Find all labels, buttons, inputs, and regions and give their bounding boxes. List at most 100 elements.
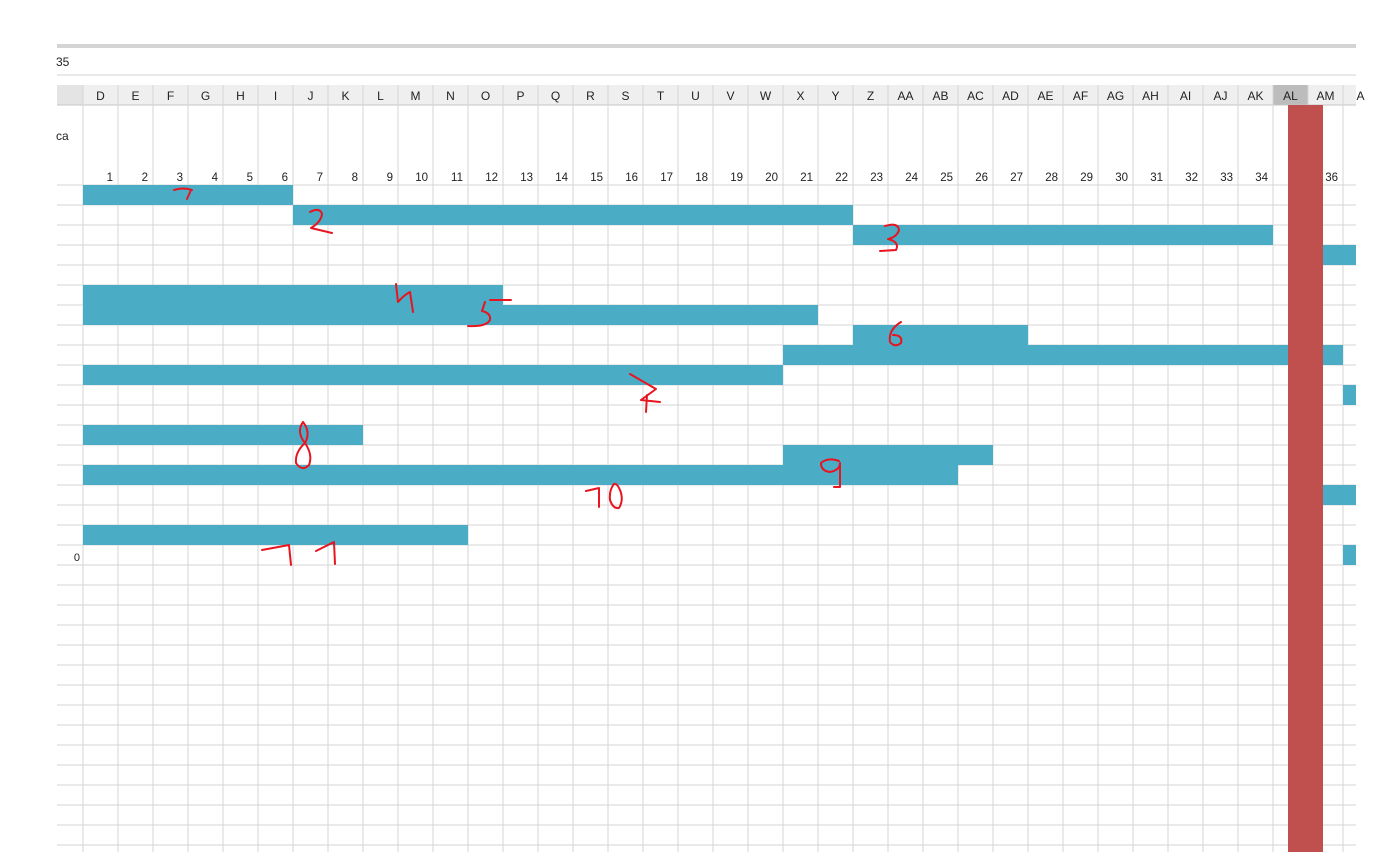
gantt-bar-extra-15: [1343, 545, 1356, 565]
day-number-29: 29: [1080, 172, 1093, 184]
handwritten-number-2: [309, 208, 333, 234]
column-header-V[interactable]: V: [726, 89, 734, 103]
column-header-F[interactable]: F: [167, 89, 174, 103]
column-header-T[interactable]: T: [657, 89, 665, 103]
column-header-N[interactable]: N: [446, 89, 455, 103]
day-number-6: 6: [282, 172, 288, 184]
day-number-36: 36: [1325, 172, 1338, 184]
gantt-bar-6: [853, 325, 1028, 345]
column-header-S[interactable]: S: [621, 89, 629, 103]
day-number-1: 1: [107, 172, 113, 184]
column-header-K[interactable]: K: [341, 89, 349, 103]
gantt-bar-3: [853, 225, 1273, 245]
formula-bar[interactable]: [57, 48, 1356, 75]
day-number-11: 11: [451, 172, 463, 184]
handwritten-number-3: [879, 223, 900, 252]
day-number-12: 12: [485, 172, 498, 184]
column-header-bar: [57, 85, 1356, 105]
gantt-bar-7: [83, 365, 783, 385]
column-header-AJ[interactable]: AJ: [1213, 89, 1227, 103]
gantt-bar-11: [83, 525, 468, 545]
column-header-J[interactable]: J: [308, 89, 314, 103]
day-number-2: 2: [142, 172, 148, 184]
column-header-R[interactable]: R: [586, 89, 595, 103]
select-all-corner[interactable]: [57, 85, 83, 105]
gantt-bar-2: [293, 205, 853, 225]
column-header-AB[interactable]: AB: [932, 89, 948, 103]
column-header-X[interactable]: X: [796, 89, 804, 103]
day-number-34: 34: [1255, 172, 1268, 184]
day-number-14: 14: [555, 172, 568, 184]
column-header-Z[interactable]: Z: [867, 89, 874, 103]
gantt-bar-10: [83, 465, 958, 485]
column-header-AG[interactable]: AG: [1107, 89, 1124, 103]
day-number-15: 15: [590, 172, 603, 184]
day-number-24: 24: [905, 172, 918, 184]
day-number-28: 28: [1045, 172, 1058, 184]
column-header-E[interactable]: E: [131, 89, 139, 103]
column-header-Q[interactable]: Q: [551, 89, 560, 103]
column-header-Y[interactable]: Y: [831, 89, 839, 103]
handwritten-number-4: [395, 283, 414, 313]
column-header-AA[interactable]: AA: [897, 89, 913, 103]
day-number-3: 3: [177, 172, 183, 184]
day-number-10: 10: [415, 172, 428, 184]
column-header-AI[interactable]: AI: [1180, 89, 1191, 103]
column-header-D[interactable]: D: [96, 89, 105, 103]
handwritten-number-7: [629, 373, 661, 413]
row-label-bottom: 0: [74, 552, 80, 564]
column-header-H[interactable]: H: [236, 89, 245, 103]
gantt-bars: [83, 185, 1356, 565]
column-header-M[interactable]: M: [411, 89, 421, 103]
row-label-top: ca: [56, 129, 69, 143]
column-header-AF[interactable]: AF: [1073, 89, 1088, 103]
column-header-AD[interactable]: AD: [1002, 89, 1019, 103]
day-number-23: 23: [870, 172, 883, 184]
day-number-21: 21: [800, 172, 813, 184]
column-header-P[interactable]: P: [516, 89, 524, 103]
day-number-31: 31: [1150, 172, 1163, 184]
column-header-AC[interactable]: AC: [967, 89, 984, 103]
column-headers: D E F G H I J K L M N O P Q R S T U V W X Y Z AA AB AC AD AE AF AG AH A…: [96, 89, 1364, 103]
column-header-AK[interactable]: AK: [1247, 89, 1263, 103]
day-number-27: 27: [1010, 172, 1023, 184]
ribbon-edge: [57, 44, 1356, 48]
column-header-G[interactable]: G: [201, 89, 210, 103]
column-header-AM[interactable]: AM: [1317, 89, 1335, 103]
column-header-AE[interactable]: AE: [1037, 89, 1053, 103]
column-header-L[interactable]: L: [377, 89, 384, 103]
column-header-A[interactable]: A: [1356, 89, 1364, 103]
gantt-bar-8: [83, 425, 363, 445]
column-header-U[interactable]: U: [691, 89, 700, 103]
handwritten-number-5: [467, 299, 512, 328]
handwritten-number-11: [261, 541, 336, 566]
gantt-bar-extra-7: [783, 345, 1343, 365]
day-number-26: 26: [975, 172, 988, 184]
handwritten-number-1: [173, 187, 193, 200]
handwritten-annotations: [173, 187, 903, 566]
day-number-8: 8: [352, 172, 358, 184]
column-header-I[interactable]: I: [274, 89, 277, 103]
handwritten-number-6: [888, 321, 903, 347]
day-number-5: 5: [247, 172, 253, 184]
handwritten-number-10: [585, 482, 623, 510]
column-header-AL[interactable]: AL: [1283, 89, 1298, 103]
gantt-bar-extra-9: [1343, 385, 1356, 405]
day-number-9: 9: [387, 172, 393, 184]
day-number-25: 25: [940, 172, 953, 184]
day-number-33: 33: [1220, 172, 1233, 184]
day-number-30: 30: [1115, 172, 1128, 184]
day-number-22: 22: [835, 172, 848, 184]
column-header-O[interactable]: O: [481, 89, 490, 103]
gantt-bar-4: [83, 285, 503, 305]
column-header-AL-selected[interactable]: [1273, 85, 1308, 105]
day-number-32: 32: [1185, 172, 1198, 184]
day-number-20: 20: [765, 172, 778, 184]
column-header-W[interactable]: W: [760, 89, 772, 103]
day-number-13: 13: [520, 172, 533, 184]
gantt-bar-9: [783, 445, 993, 465]
column-header-AH[interactable]: AH: [1142, 89, 1159, 103]
gantt-bar-5: [83, 305, 818, 325]
